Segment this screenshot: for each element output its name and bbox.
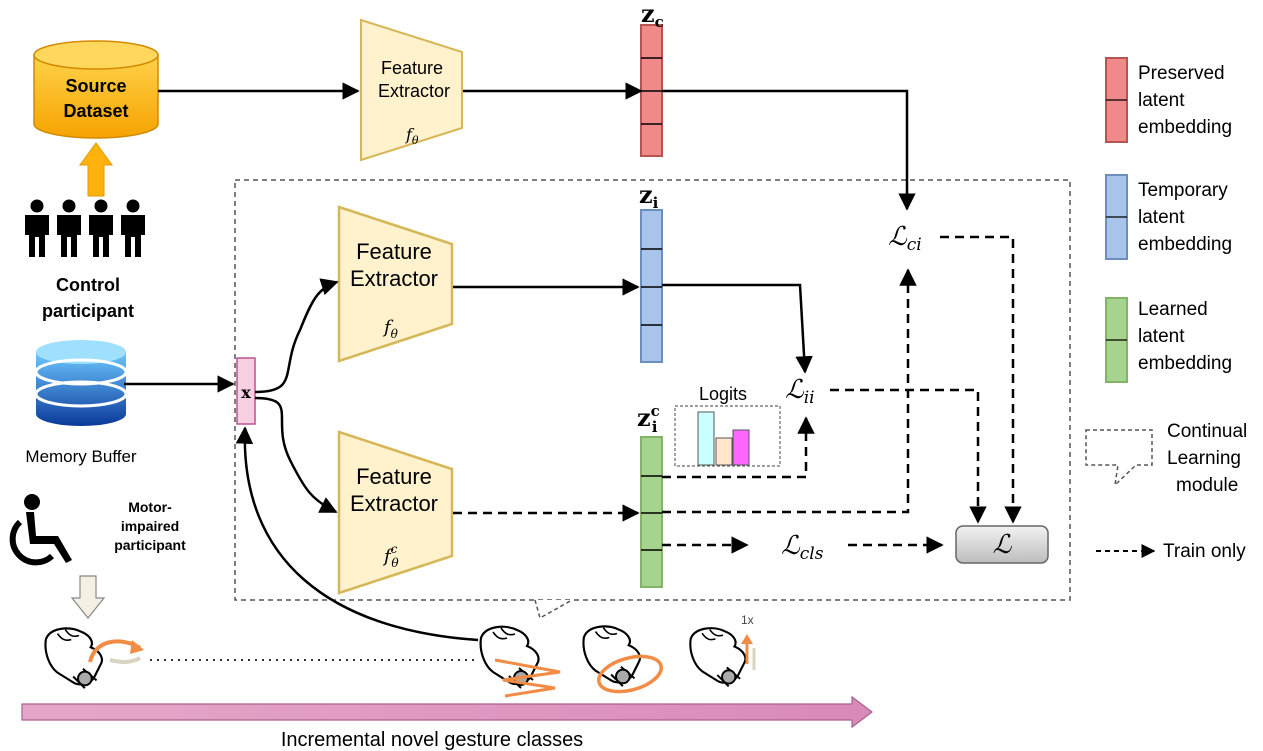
motor-label-2: impaired xyxy=(121,518,179,534)
logits-label: Logits xyxy=(699,384,747,404)
embedding-zic xyxy=(640,436,663,588)
feature-extractor-middle: Feature Extractor fθ xyxy=(337,205,454,363)
gesture-count-label: 1x xyxy=(741,613,754,627)
legend-temporary-3: embedding xyxy=(1138,234,1232,255)
legend-preserved-1: Preserved xyxy=(1138,63,1225,84)
logit-bar-3 xyxy=(732,429,750,466)
wheelchair-icon xyxy=(9,494,72,566)
legend-temporary-1: Temporary xyxy=(1138,180,1228,201)
zi-label: zi xyxy=(639,180,659,212)
loss-cls: ℒcls xyxy=(781,531,824,564)
legend-preserved-2: latent xyxy=(1138,90,1185,111)
logit-bar-2 xyxy=(715,437,733,466)
total-loss-box xyxy=(955,525,1049,564)
legend-train-only: Train only xyxy=(1163,541,1246,562)
legend-learned-3: embedding xyxy=(1138,353,1232,374)
legend-learned-1: Learned xyxy=(1138,299,1208,320)
extractor-mid-label-2: Extractor xyxy=(350,266,438,291)
gesture-icons: 1x xyxy=(44,613,756,698)
solid-arrows xyxy=(124,82,916,642)
legend-module-2: Learning xyxy=(1167,448,1241,469)
incremental-arrow xyxy=(21,695,873,729)
embedding-zi xyxy=(640,209,663,363)
legend-module-1: Continual xyxy=(1167,421,1247,442)
legend-temporary-2: latent xyxy=(1138,207,1185,228)
total-loss-label: ℒ xyxy=(993,530,1013,560)
continual-learning-callout xyxy=(534,599,573,620)
feature-extractor-top: Feature Extractor fθ xyxy=(360,18,463,162)
extractor-top-label-1: Feature xyxy=(381,58,443,78)
extractor-top-symbol: fθ xyxy=(405,125,419,147)
source-dataset-label-2: Dataset xyxy=(63,101,128,121)
input-x-label: x xyxy=(241,383,251,402)
orange-up-arrow xyxy=(79,142,113,197)
legend: Preserved latent embedding Temporary lat… xyxy=(1085,57,1247,562)
embedding-zc xyxy=(640,24,663,157)
source-dataset-cylinder: Source Dataset xyxy=(33,40,159,139)
memory-buffer-database-icon xyxy=(34,340,128,426)
light-down-arrow xyxy=(70,575,106,619)
control-label-2: participant xyxy=(42,301,134,321)
motor-label-1: Motor- xyxy=(128,499,172,515)
extractor-top-label-2: Extractor xyxy=(378,81,450,101)
legend-module-3: module xyxy=(1176,475,1238,496)
memory-buffer-label: Memory Buffer xyxy=(25,447,137,466)
legend-preserved-3: embedding xyxy=(1138,117,1232,138)
control-label-1: Control xyxy=(56,275,120,295)
motor-label-3: participant xyxy=(114,537,186,553)
continual-learning-box xyxy=(234,179,1071,601)
dashed-arrows xyxy=(453,235,1022,554)
source-dataset-label-1: Source xyxy=(65,76,126,96)
logit-bar-1 xyxy=(697,411,715,466)
bottom-label: Incremental novel gesture classes xyxy=(281,729,583,751)
loss-ci: ℒci xyxy=(888,222,922,255)
control-participant-icon xyxy=(25,199,145,257)
zc-label: zc xyxy=(641,0,664,31)
extractor-bot-label-2: Extractor xyxy=(350,491,438,516)
legend-learned-2: latent xyxy=(1138,326,1185,347)
loss-ii: ℒii xyxy=(785,375,815,408)
extractor-bot-label-1: Feature xyxy=(356,464,432,489)
extractor-mid-label-1: Feature xyxy=(356,239,432,264)
